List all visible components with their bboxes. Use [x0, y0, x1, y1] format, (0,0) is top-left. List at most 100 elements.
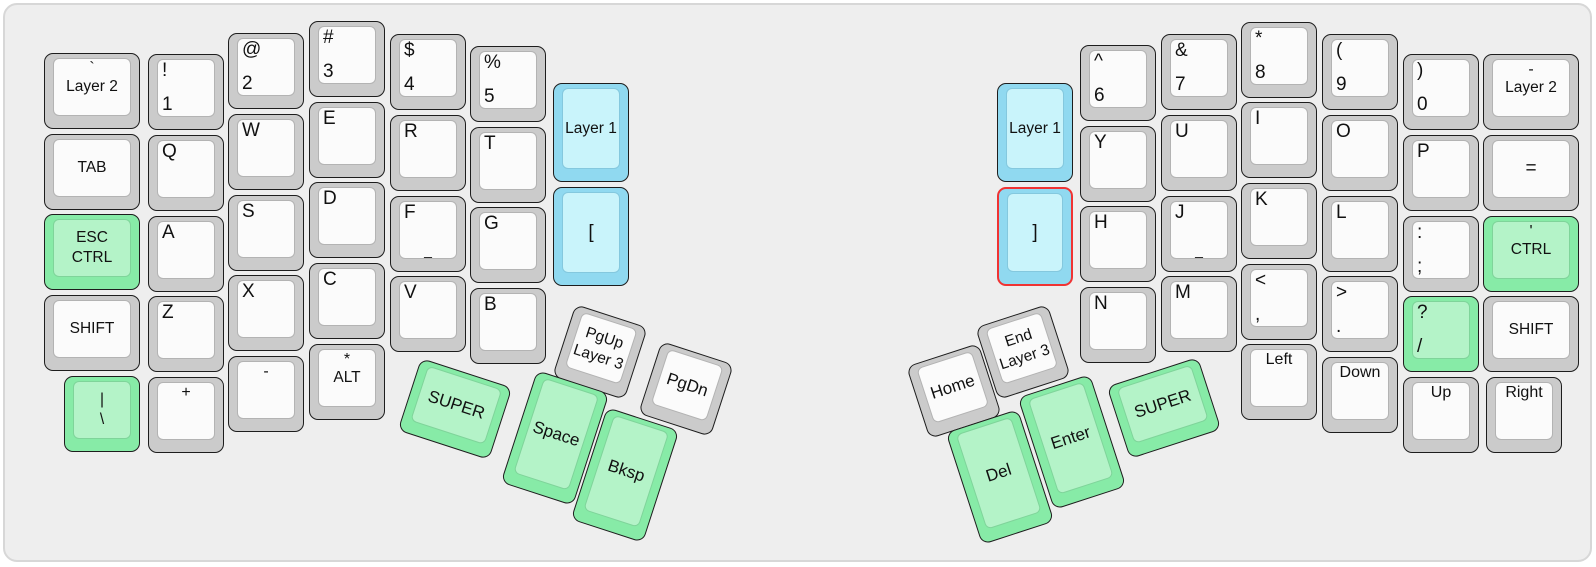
key-d[interactable]: D — [309, 182, 385, 258]
key-label: SUPER — [1131, 385, 1194, 422]
key-w[interactable]: W — [228, 114, 304, 190]
keycap-surface: J_ — [1170, 201, 1228, 259]
key-u[interactable]: U — [1161, 115, 1237, 191]
keycap-surface: !1 — [157, 59, 215, 117]
keycap-surface: R — [399, 120, 457, 178]
key-grave-layer2[interactable]: `Layer 2 — [44, 53, 140, 129]
key-star-alt[interactable]: *ALT — [309, 344, 385, 420]
key-super-right[interactable]: SUPER — [1106, 357, 1222, 459]
keycap-surface: E — [318, 107, 376, 165]
key-shift-right[interactable]: SHIFT — [1483, 296, 1579, 372]
key-n[interactable]: N — [1080, 287, 1156, 363]
key-label: - — [263, 363, 269, 380]
keycap-surface: TAB — [53, 139, 131, 197]
key-v[interactable]: V — [390, 276, 466, 352]
keycap-surface: B — [479, 293, 537, 351]
keycap-surface: U — [1170, 120, 1228, 178]
key-label: Bksp — [605, 455, 648, 486]
keycap-surface: @2 — [237, 38, 295, 96]
key-0[interactable]: )0 — [1403, 54, 1479, 130]
key-slash[interactable]: ?/ — [1403, 296, 1479, 372]
key-s[interactable]: S — [228, 195, 304, 271]
key-6[interactable]: ^6 — [1080, 45, 1156, 121]
key-super-left[interactable]: SUPER — [397, 358, 513, 460]
key-a[interactable]: A — [148, 216, 224, 292]
key-shift-left[interactable]: SHIFT — [44, 295, 140, 371]
key-arrow-up[interactable]: Up — [1403, 377, 1479, 453]
key-minus-layer2[interactable]: -Layer 2 — [1483, 54, 1579, 130]
key-arrow-right[interactable]: Right — [1486, 377, 1562, 453]
key-4[interactable]: $4 — [390, 34, 466, 110]
key-label: | — [99, 390, 105, 408]
key-c[interactable]: C — [309, 263, 385, 339]
key-x[interactable]: X — [228, 275, 304, 351]
key-i[interactable]: I — [1241, 102, 1317, 178]
key-label: _ — [1195, 242, 1203, 258]
key-label: SUPER — [425, 386, 488, 423]
key-pipe-backslash[interactable]: |\ — [64, 376, 140, 452]
key-comma[interactable]: <, — [1241, 264, 1317, 340]
key-label: O — [1336, 121, 1351, 142]
key-r[interactable]: R — [390, 115, 466, 191]
key-2[interactable]: @2 — [228, 33, 304, 109]
key-e[interactable]: E — [309, 102, 385, 178]
key-q[interactable]: Q — [148, 135, 224, 211]
key-7[interactable]: &7 — [1161, 34, 1237, 110]
key-1[interactable]: !1 — [148, 54, 224, 130]
keycap-surface: Y — [1089, 131, 1147, 189]
key-layer1-right[interactable]: Layer 1 — [997, 83, 1073, 182]
key-5[interactable]: %5 — [470, 46, 546, 122]
key-quote-ctrl[interactable]: 'CTRL — [1483, 216, 1579, 292]
key-f[interactable]: F_ — [390, 196, 466, 272]
key-h[interactable]: H — [1080, 206, 1156, 282]
key-t[interactable]: T — [470, 127, 546, 203]
key-right-bracket[interactable]: ] — [997, 187, 1073, 286]
keycap-surface: - — [237, 361, 295, 419]
key-label: Del — [983, 459, 1014, 486]
key-label: ; — [1417, 256, 1423, 277]
key-arrow-down[interactable]: Down — [1322, 357, 1398, 433]
key-9[interactable]: (9 — [1322, 34, 1398, 110]
key-layer1-left[interactable]: Layer 1 — [553, 83, 629, 182]
key-minus[interactable]: - — [228, 356, 304, 432]
keycap-surface: Layer 1 — [562, 88, 620, 169]
key-semicolon[interactable]: :; — [1403, 216, 1479, 292]
key-label: [ — [588, 221, 594, 243]
keycap-surface: Down — [1331, 362, 1389, 420]
key-arrow-left[interactable]: Left — [1241, 344, 1317, 420]
key-b[interactable]: B — [470, 288, 546, 364]
keycap-surface: A — [157, 221, 215, 279]
key-j[interactable]: J_ — [1161, 196, 1237, 272]
keycap-surface: SUPER — [1116, 364, 1209, 444]
keycap-surface: %5 — [479, 51, 537, 109]
key-left-bracket[interactable]: [ — [553, 187, 629, 286]
key-label: V — [404, 282, 417, 303]
key-plus[interactable]: + — [148, 377, 224, 453]
key-3[interactable]: #3 — [309, 21, 385, 97]
key-k[interactable]: K — [1241, 183, 1317, 259]
key-p[interactable]: P — [1403, 135, 1479, 211]
key-m[interactable]: M — [1161, 276, 1237, 352]
keycap-surface: L — [1331, 201, 1389, 259]
key-o[interactable]: O — [1322, 115, 1398, 191]
key-label: ALT — [333, 369, 361, 386]
key-l[interactable]: L — [1322, 196, 1398, 272]
key-period[interactable]: >. — [1322, 276, 1398, 352]
key-g[interactable]: G — [470, 207, 546, 283]
key-label: > — [1336, 282, 1348, 303]
key-label: ! — [162, 60, 168, 81]
key-z[interactable]: Z — [148, 296, 224, 372]
key-label: PgDn — [664, 369, 711, 401]
keycap-surface: G — [479, 212, 537, 270]
key-label: - — [1528, 61, 1534, 78]
key-8[interactable]: *8 — [1241, 22, 1317, 98]
key-equals[interactable]: = — [1483, 135, 1579, 211]
keycap-surface: X — [237, 280, 295, 338]
key-y[interactable]: Y — [1080, 126, 1156, 202]
keycap-surface: P — [1412, 140, 1470, 198]
key-tab[interactable]: TAB — [44, 134, 140, 210]
key-label: U — [1175, 121, 1189, 142]
